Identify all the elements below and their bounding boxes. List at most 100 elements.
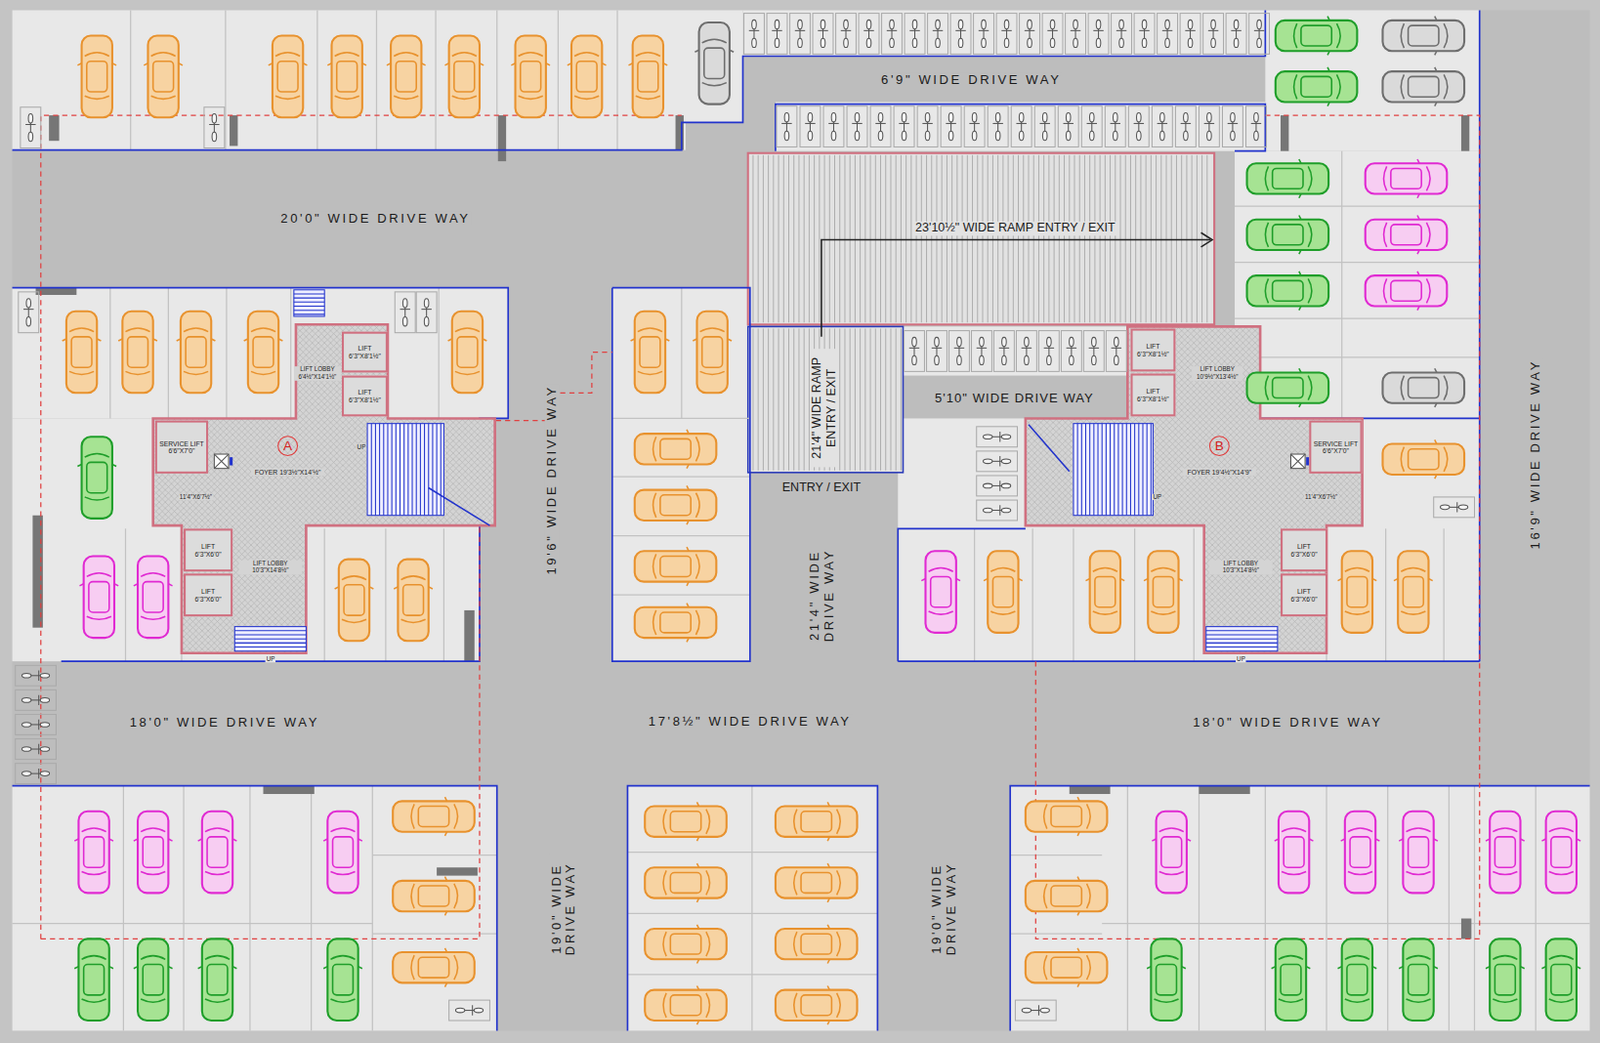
ramp-line bbox=[1058, 155, 1060, 323]
bike-bay bbox=[1060, 331, 1082, 373]
stair-tread bbox=[1206, 642, 1278, 644]
bike-bay bbox=[1433, 497, 1475, 518]
bike-wheel bbox=[1119, 19, 1125, 29]
car-symbol bbox=[1541, 938, 1581, 1021]
car-mirror bbox=[1434, 368, 1437, 408]
stair-tread bbox=[399, 423, 401, 516]
bike-symbol bbox=[1198, 106, 1220, 148]
lift-label: LIFT 6'3"X8'1½" bbox=[1135, 387, 1173, 404]
bike-symbol bbox=[1157, 13, 1179, 55]
car-roof bbox=[454, 61, 475, 92]
bike-handle bbox=[749, 30, 759, 32]
bay-line bbox=[290, 288, 292, 420]
car-glass bbox=[330, 828, 355, 876]
stair-tread bbox=[294, 313, 325, 315]
bike-wheel bbox=[866, 38, 872, 47]
stair-tread bbox=[371, 423, 373, 516]
drive-area bbox=[12, 9, 1591, 1031]
car-roof bbox=[660, 438, 691, 460]
bay-line bbox=[376, 9, 378, 150]
car-body bbox=[137, 938, 169, 1021]
bike-bay bbox=[1225, 13, 1247, 55]
bike-wheel bbox=[1187, 19, 1193, 29]
ramp-line bbox=[1206, 155, 1208, 323]
car-symbol bbox=[1247, 271, 1330, 311]
ramp-line bbox=[1079, 155, 1081, 323]
bike-wheel bbox=[423, 316, 429, 326]
car-symbol bbox=[775, 863, 858, 903]
bike-bay bbox=[766, 13, 788, 55]
bike-bay bbox=[1081, 106, 1102, 148]
bay-line bbox=[616, 9, 618, 150]
bay-line bbox=[1234, 205, 1480, 207]
shaft-door bbox=[229, 457, 233, 465]
wall-stub bbox=[229, 115, 238, 146]
car-mirror bbox=[77, 463, 117, 466]
car-symbol bbox=[62, 311, 102, 394]
ramp-line bbox=[798, 155, 800, 323]
bike-symbol bbox=[1042, 13, 1063, 55]
bike-handle bbox=[828, 123, 839, 125]
car-body bbox=[1090, 550, 1121, 633]
car-body bbox=[1275, 938, 1306, 1021]
car-symbol bbox=[1146, 938, 1186, 1021]
car-symbol bbox=[694, 22, 734, 105]
bike-symbol bbox=[1104, 106, 1126, 148]
bike-handle bbox=[1021, 347, 1032, 349]
car-mirror bbox=[133, 584, 173, 587]
car-mirror bbox=[694, 49, 734, 52]
ramp-line bbox=[880, 155, 882, 323]
bike-wheel bbox=[402, 316, 408, 326]
bay-line bbox=[612, 594, 751, 596]
car-mirror bbox=[1085, 579, 1125, 582]
bike-wheel bbox=[211, 114, 217, 124]
ramp-line bbox=[788, 155, 790, 323]
bike-wheel bbox=[1092, 355, 1097, 365]
ramp-line bbox=[854, 155, 856, 323]
stair-symbol bbox=[294, 290, 325, 317]
ramp-line bbox=[762, 155, 764, 323]
car-glass bbox=[928, 568, 954, 616]
bike-bay bbox=[1065, 13, 1087, 55]
car-mirror bbox=[1151, 839, 1191, 842]
bike-symbol bbox=[1246, 106, 1267, 148]
bike-wheel bbox=[1183, 130, 1189, 140]
bike-wheel bbox=[1257, 19, 1263, 29]
car-mirror bbox=[1146, 967, 1186, 969]
bike-wheel bbox=[958, 19, 964, 29]
bike-symbol bbox=[790, 13, 811, 55]
car-glass bbox=[1492, 956, 1517, 1004]
ramp-line bbox=[889, 328, 891, 470]
bay-line bbox=[1134, 528, 1136, 662]
bike-wheel bbox=[1187, 38, 1193, 47]
car-roof bbox=[142, 837, 164, 868]
bike-bay bbox=[449, 1000, 491, 1021]
bike-wheel bbox=[912, 336, 918, 346]
bike-handle bbox=[23, 308, 34, 310]
wall-stub bbox=[1280, 115, 1289, 152]
car-symbol bbox=[1485, 938, 1525, 1021]
car-roof bbox=[1161, 837, 1182, 868]
bike-bay bbox=[823, 106, 844, 148]
car-glass bbox=[1264, 278, 1312, 303]
car-mirror bbox=[692, 338, 732, 341]
car-glass bbox=[140, 956, 166, 1004]
driveway-label: 18'0" WIDE DRIVE WAY bbox=[128, 715, 321, 731]
wall-stub bbox=[436, 867, 478, 876]
bike-bay bbox=[973, 13, 995, 55]
stair-tread bbox=[1097, 423, 1099, 516]
bike-symbol bbox=[394, 292, 416, 334]
car-glass bbox=[82, 828, 107, 876]
stair-tread bbox=[1122, 423, 1124, 516]
bike-symbol bbox=[1105, 331, 1127, 373]
car-roof bbox=[1408, 25, 1439, 46]
stair-tread bbox=[234, 630, 306, 632]
car-glass bbox=[794, 931, 842, 957]
bike-symbol bbox=[976, 426, 1018, 448]
bike-wheel bbox=[40, 673, 49, 678]
lift-box: LIFT 6'3"X8'1½" bbox=[341, 332, 388, 374]
wall-stub bbox=[498, 115, 506, 162]
car-glass bbox=[700, 328, 725, 376]
bike-bay bbox=[800, 106, 821, 148]
